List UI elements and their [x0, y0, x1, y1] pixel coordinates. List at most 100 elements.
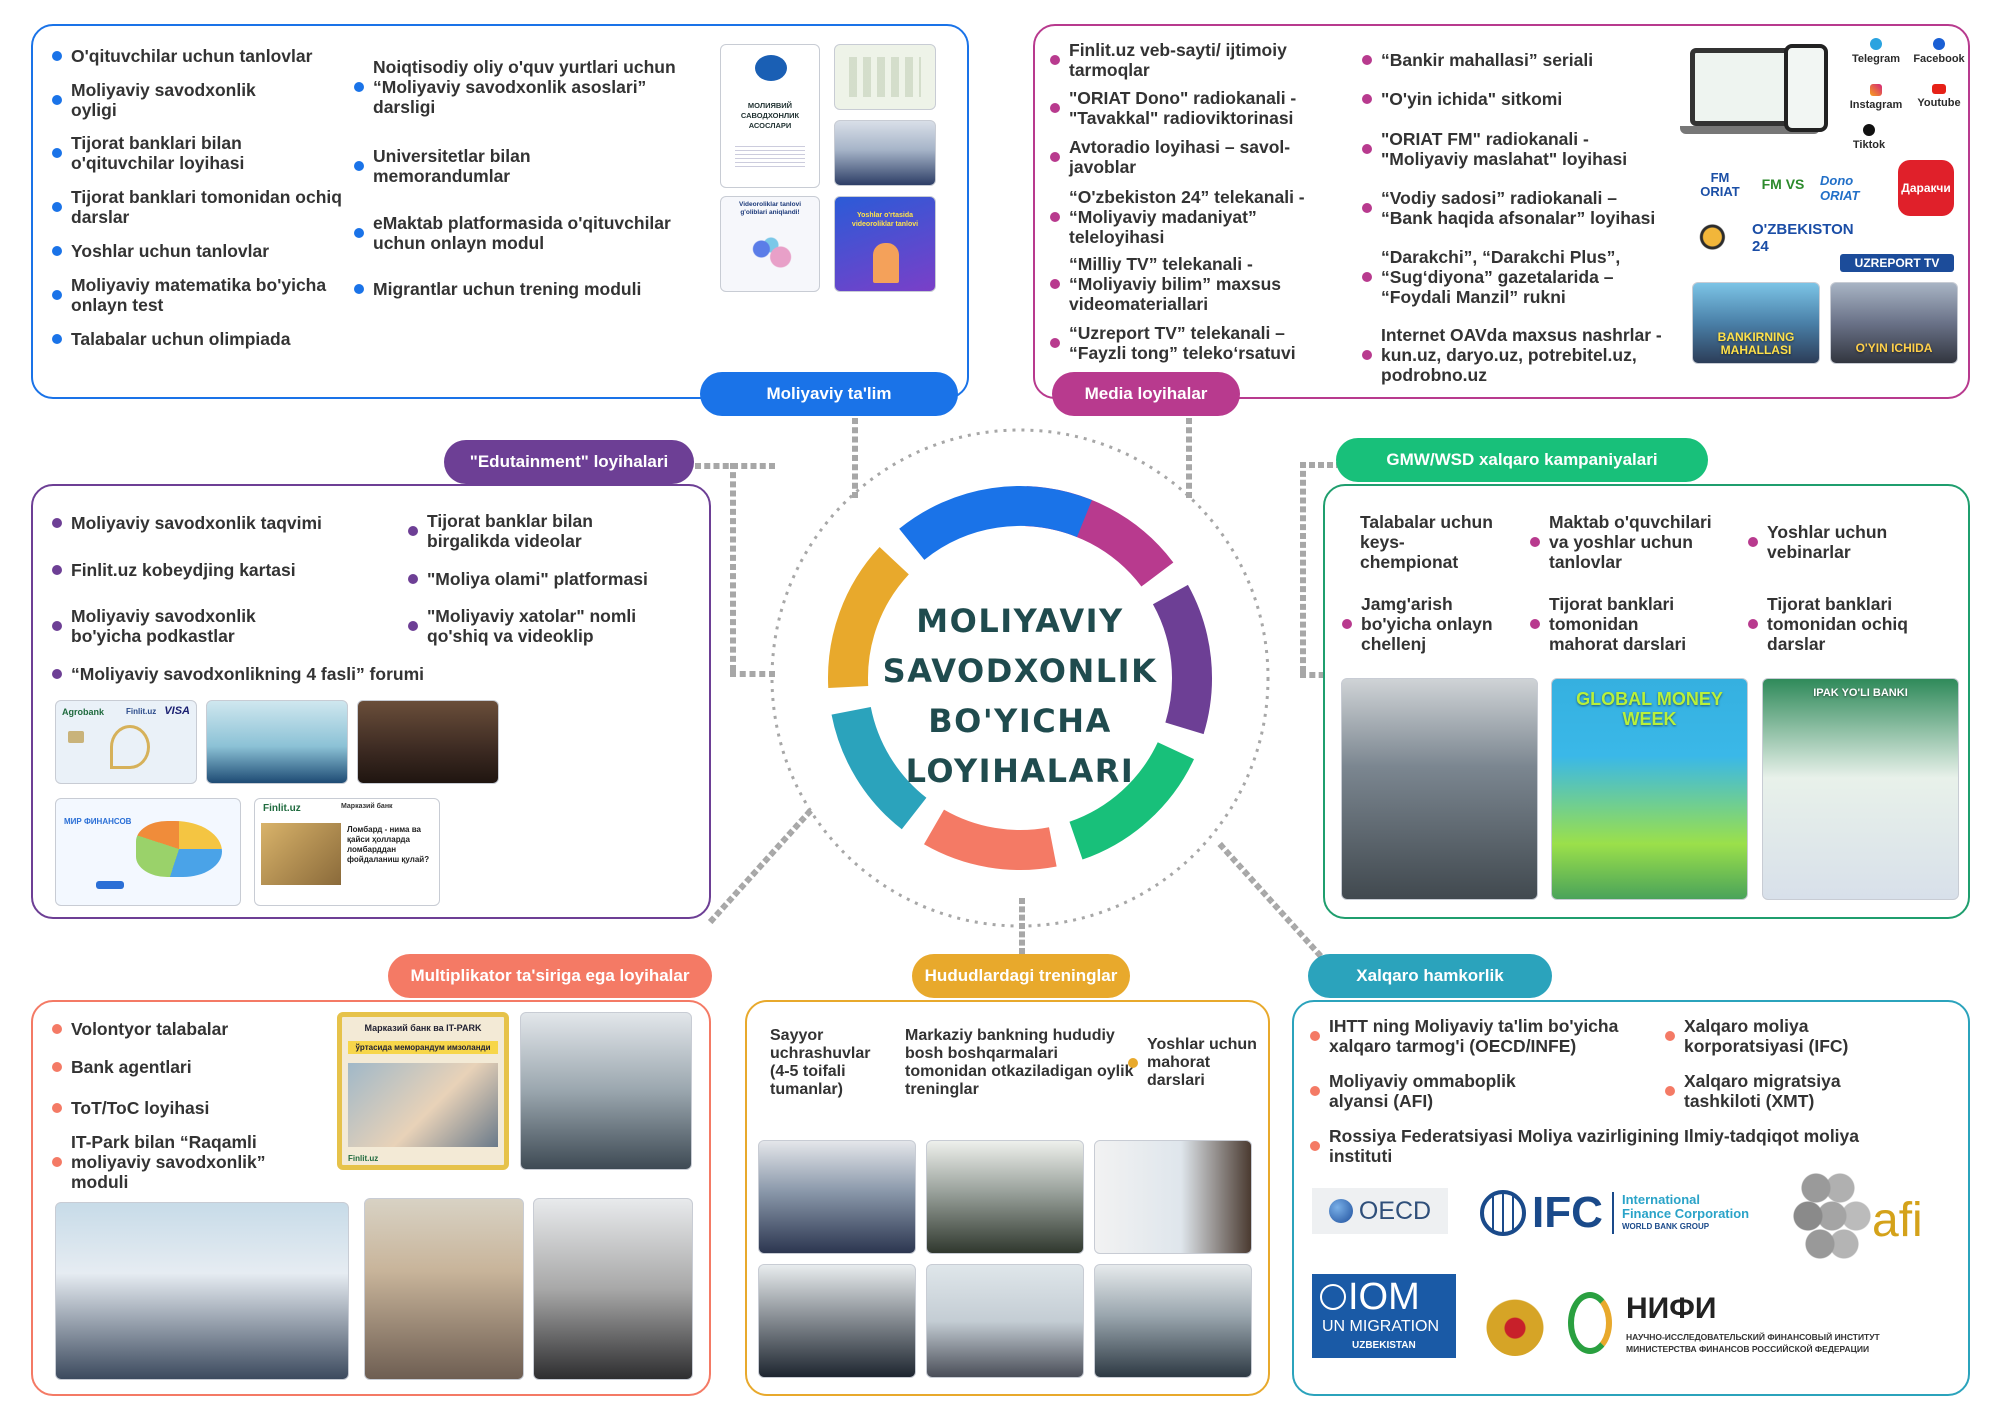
logo-darakchi: Даракчи	[1898, 160, 1954, 216]
cobranding-card: Agrobank Finlit.uz VISA	[55, 700, 197, 784]
poster-video-winners-title: Videoroliklar tanlovi g'oliblari aniqlan…	[738, 201, 801, 216]
social-facebook-label: Facebook	[1913, 53, 1965, 65]
article-photo	[261, 823, 341, 885]
gmw-item-3: Yoshlar uchun vebinarlar	[1748, 522, 1928, 562]
social-telegram[interactable]: Telegram	[1846, 38, 1906, 65]
media-item-9: "ORIAT FM" radiokanali - "Moliyaviy masl…	[1362, 129, 1632, 169]
card-chip-icon	[68, 731, 84, 743]
xalqaro-item-3: Moliyaviy ommaboplik alyansi (AFI)	[1310, 1071, 1560, 1111]
center-line-3: BO'YICHA	[928, 702, 1112, 740]
iom-sub: UN MIGRATION	[1322, 1318, 1440, 1335]
afi-label: afi	[1872, 1194, 1923, 1247]
itpark-title-line-1: Марказий банк ва IT-PARK	[364, 1023, 482, 1033]
social-tiktok[interactable]: Tiktok	[1844, 124, 1894, 151]
center-line-2: SAVODXONLIK	[882, 652, 1158, 690]
media-item-10: “Vodiy sadosi” radiokanali – “Bank haqid…	[1362, 188, 1672, 228]
laptop-base	[1680, 126, 1820, 134]
phone-mockup	[1784, 44, 1828, 132]
connector-edutainment-h2	[730, 671, 775, 677]
photo-test-screen	[834, 44, 936, 110]
pill-gmw[interactable]: GMW/WSD xalqaro kampaniyalari	[1336, 438, 1708, 482]
iom-country: UZBEKISTAN	[1352, 1340, 1416, 1351]
moliyaviy-item-4: Tijorat banklari tomonidan ochiq darslar	[52, 187, 342, 227]
logo-fm-oriat: FM ORIAT	[1700, 170, 1740, 199]
ifc-label: IFC	[1532, 1188, 1603, 1237]
itpark-brand-label: Finlit.uz	[348, 1154, 379, 1163]
oecd-globe-icon	[1328, 1199, 1353, 1223]
connector-media	[1186, 418, 1192, 498]
social-telegram-label: Telegram	[1851, 53, 1901, 65]
photo-training-6	[1094, 1264, 1252, 1378]
show-oyin-ichida: O'YIN ICHIDA	[1830, 282, 1958, 364]
textbook-logo	[755, 55, 787, 81]
logo-uzreport: UZREPORT TV	[1840, 254, 1954, 272]
edu-item-2: Finlit.uz kobeydjing kartasi	[52, 560, 352, 580]
social-instagram[interactable]: Instagram	[1844, 84, 1908, 111]
article-title: Ломбард - нима ва қайси ҳолларда ломбард…	[347, 825, 430, 864]
photo-gmw-students	[1341, 678, 1538, 900]
photo-classroom-girls	[364, 1198, 524, 1380]
pill-xalqaro[interactable]: Xalqaro hamkorlik	[1308, 954, 1552, 998]
facebook-icon	[1933, 38, 1945, 50]
poster-video-contest-title: Yoshlar o'rtasida videoroliklar tanlovi	[851, 212, 919, 228]
social-tiktok-label: Tiktok	[1852, 139, 1886, 151]
moliyaviy-item-11: Migrantlar uchun trening moduli	[354, 279, 694, 299]
media-item-2: "ORIAT Dono" radiokanali - "Tavakkal" ra…	[1050, 88, 1320, 128]
hudud-item-1: Sayyor uchrashuvlar (4-5 toifali tumanla…	[770, 1027, 871, 1098]
gmw-item-2: Maktab o'quvchilari va yoshlar uchun tan…	[1530, 512, 1730, 572]
article-brand-label: Finlit.uz	[263, 803, 301, 814]
gmw-kids-label: GLOBAL MONEY WEEK	[1576, 689, 1723, 729]
gmw-bank-label: IPAK YO'LI BANKI	[1813, 687, 1908, 699]
logo-fm-vs: FM VS	[1761, 176, 1805, 192]
iom-emblem-icon	[1320, 1284, 1346, 1310]
multi-item-4: IT-Park bilan “Raqamli moliyaviy savodxo…	[52, 1132, 302, 1192]
edu-item-7: “Moliyaviy savodxonlikning 4 fasli” foru…	[52, 664, 652, 684]
gmw-item-1: Talabalar uchun keys-chempionat	[1360, 512, 1493, 572]
moliyaviy-item-7: Talabalar uchun olimpiada	[52, 329, 292, 349]
social-youtube[interactable]: Youtube	[1910, 84, 1968, 109]
tiktok-icon	[1863, 124, 1875, 136]
textbook-title-line-1: МОЛИЯВИЙ	[747, 101, 793, 110]
poster-video-contest: Yoshlar o'rtasida videoroliklar tanlovi	[834, 196, 936, 292]
test-screen-grid	[849, 57, 921, 97]
donut-segment-blue	[899, 486, 1092, 561]
cobranding-brand-label: Finlit.uz	[126, 707, 157, 716]
pill-multi[interactable]: Multiplikator ta'siriga ega loyihalar	[388, 954, 712, 998]
multi-item-3: ToT/ToC loyihasi	[52, 1098, 332, 1118]
logo-nifi: НИФИ НАУЧНО-ИССЛЕДОВАТЕЛЬСКИЙ ФИНАНСОВЫЙ…	[1568, 1290, 1960, 1360]
edu-item-3: Moliyaviy savodxonlik bo'yicha podkastla…	[52, 606, 322, 646]
show-bankir-label: BANKIRNING MAHALLASI	[1717, 330, 1795, 357]
pill-hudud[interactable]: Hududlardagi treninglar	[912, 954, 1130, 998]
nifi-emblem-icon	[1568, 1292, 1612, 1354]
logo-afi: afi	[1792, 1166, 1942, 1266]
pill-media[interactable]: Media loyihalar	[1052, 372, 1240, 416]
ifc-sub-1: International	[1622, 1192, 1701, 1207]
handshake-photo	[348, 1063, 498, 1147]
media-item-12: Internet OAVda maxsus nashrlar - kun.uz,…	[1362, 325, 1672, 385]
textbook-title: МОЛИЯВИЙ САВОДХОНЛИК АСОСЛАРИ	[721, 101, 819, 131]
pill-edutainment[interactable]: "Edutainment" loyihalari	[444, 440, 694, 484]
logo-avtoradio	[1694, 222, 1740, 252]
moliyaviy-item-6: Moliyaviy matematika bo'yicha onlayn tes…	[52, 275, 332, 315]
photo-lecture	[533, 1198, 693, 1380]
social-instagram-label: Instagram	[1849, 99, 1903, 111]
gmw-item-5: Tijorat banklari tomonidan mahorat darsl…	[1530, 594, 1710, 654]
social-youtube-label: Youtube	[1917, 97, 1961, 109]
afi-circles-icon	[1792, 1166, 1872, 1266]
xalqaro-item-1: IHTT ning Moliyaviy ta'lim bo'yicha xalq…	[1310, 1016, 1660, 1056]
photo-training-3	[1094, 1140, 1252, 1254]
moliyaviy-item-10: eMaktab platformasida o'qituvchilar uchu…	[354, 213, 694, 253]
media-item-8: "O'yin ichida" sitkomi	[1362, 89, 1632, 109]
moliyaviy-item-3: Tijorat banklari bilan o'qituvchilar loy…	[52, 133, 332, 173]
textbook-cover: МОЛИЯВИЙ САВОДХОНЛИК АСОСЛАРИ	[720, 44, 820, 188]
oecd-label: OECD	[1358, 1196, 1432, 1225]
social-facebook[interactable]: Facebook	[1910, 38, 1968, 65]
edu-item-4: Tijorat banklar bilan birgalikda videola…	[408, 511, 678, 551]
donut-segment-orange	[828, 547, 910, 689]
textbook-text-lines	[735, 143, 805, 169]
pill-moliyaviy[interactable]: Moliyaviy ta'lim	[700, 372, 958, 416]
moliyaviy-item-8: Noiqtisodiy oliy o'quv yurtlari uchun “M…	[354, 57, 704, 117]
edu-item-6: "Moliyaviy xatolar" nomli qo'shiq va vid…	[408, 606, 688, 646]
center-title: MOLIYAVIY SAVODXONLIK BO'YICHA LOYIHALAR…	[840, 596, 1200, 796]
connector-edutainment-v	[730, 463, 736, 671]
